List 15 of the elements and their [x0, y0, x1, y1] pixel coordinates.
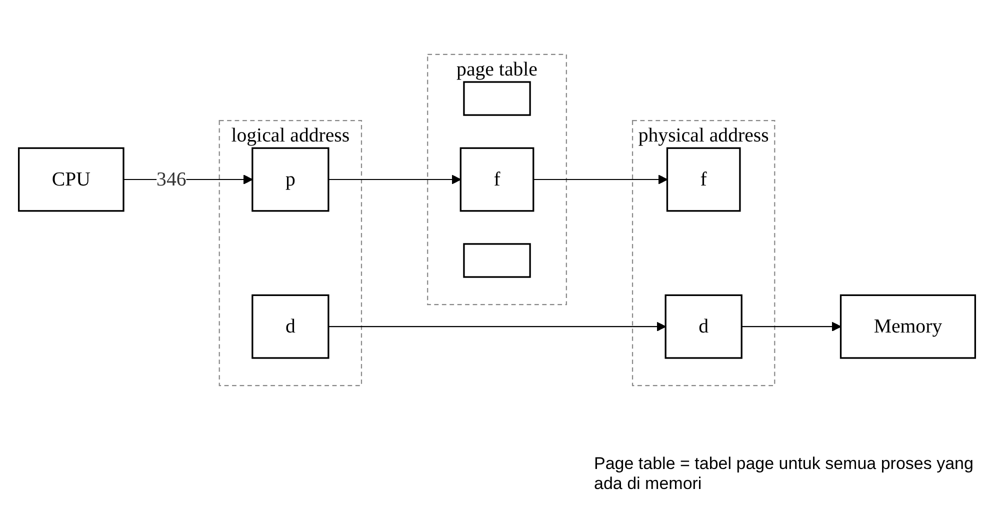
node-box: p: [252, 147, 330, 212]
node-box: [463, 81, 531, 116]
node-box: f: [460, 147, 534, 212]
node-box: f: [666, 147, 741, 212]
arrow: [533, 174, 668, 184]
arrow: [742, 322, 842, 332]
arrow: [328, 174, 462, 184]
node-box: CPU: [18, 147, 124, 212]
arrow: [328, 322, 666, 332]
node-box: d: [664, 294, 742, 359]
note-text: Page table = tabel page untuk semua proses yang ada di memori: [594, 454, 974, 494]
node-box: Memory: [840, 294, 976, 359]
node-box: [463, 243, 531, 278]
node-box: d: [252, 294, 330, 359]
edge-label: 346: [156, 168, 186, 190]
